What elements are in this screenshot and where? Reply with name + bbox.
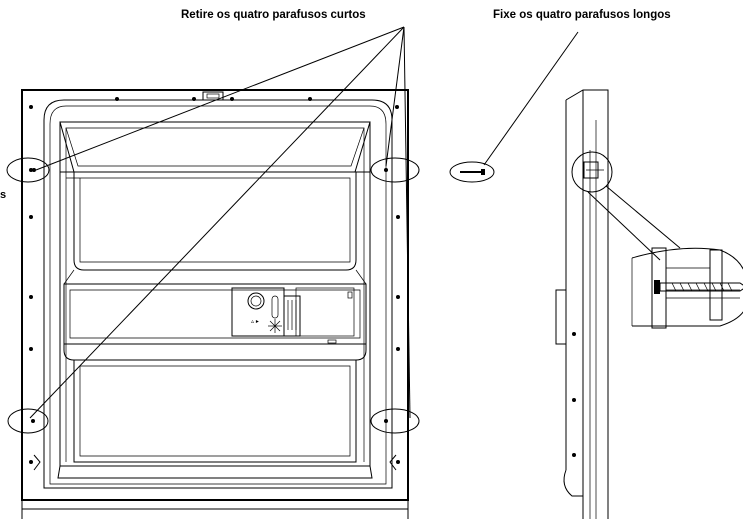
top-hinge <box>202 91 224 101</box>
sun-icon <box>268 319 282 333</box>
upper-tub-top <box>59 121 371 173</box>
door-side-view <box>555 89 681 519</box>
short-screw-marker-top-left <box>6 157 50 183</box>
svg-text:▵ ▸: ▵ ▸ <box>251 318 259 325</box>
knob-icon <box>247 292 265 310</box>
lower-tub <box>73 360 357 463</box>
detergent-dispenser: ▵ ▸ <box>231 287 355 344</box>
short-screw-markers <box>6 157 420 434</box>
edge-mark: s <box>0 189 7 201</box>
door-front-view: ▵ ▸ <box>6 26 420 519</box>
long-screw <box>449 31 579 183</box>
short-screw-marker-top-right <box>370 157 420 183</box>
caption-fix-long-screws: Fixe os quatro parafusos longos <box>493 9 671 21</box>
perimeter-screws <box>29 97 400 464</box>
door-inner-panel <box>43 99 393 489</box>
caption-remove-short-screws: Retire os quatro parafusos curtos <box>181 9 366 21</box>
short-screw-marker-bottom-right <box>370 408 420 434</box>
leader-lines-short <box>29 26 411 419</box>
short-screw-marker-bottom-left <box>7 408 49 434</box>
side-detail-highlight <box>571 151 613 193</box>
leader-line-long <box>483 31 579 166</box>
long-screw-marker <box>449 161 495 183</box>
zoom-detail-circle <box>631 247 743 329</box>
